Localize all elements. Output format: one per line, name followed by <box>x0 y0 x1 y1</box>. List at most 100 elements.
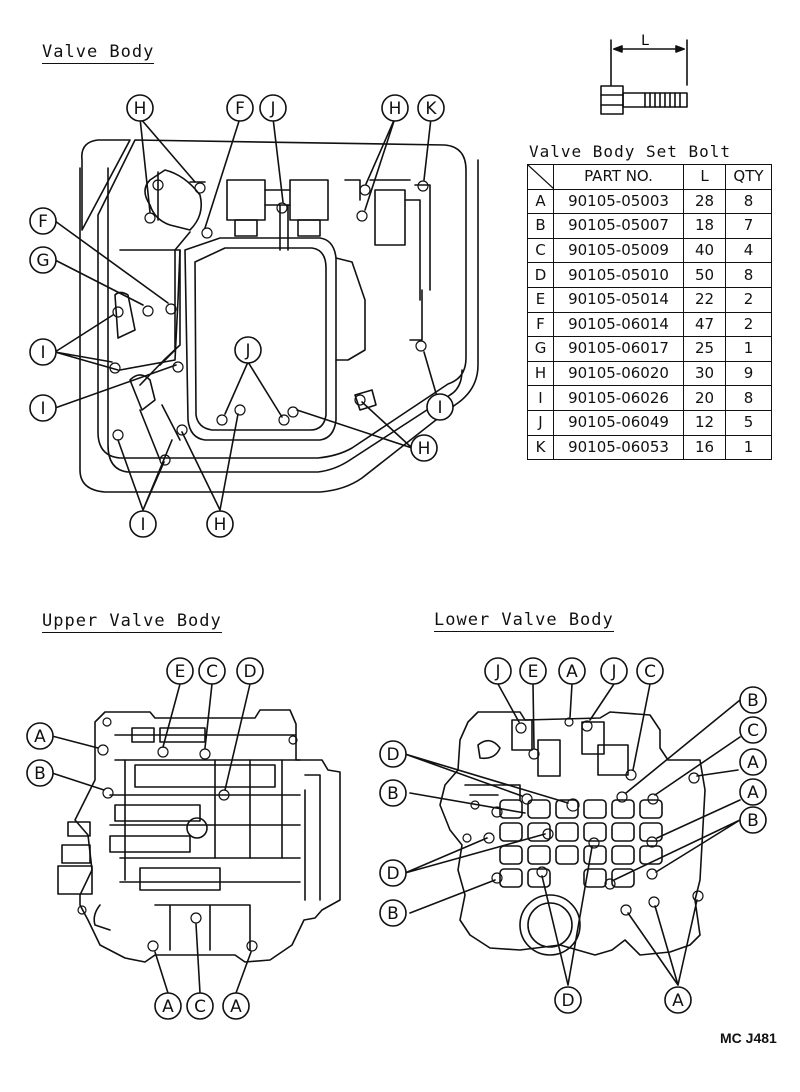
row-length: 40 <box>683 237 726 264</box>
callout-circle <box>417 94 445 122</box>
callout-lower-13: B <box>379 899 407 927</box>
callout-lower-5: B <box>739 686 767 714</box>
callout-valve-body-2: J <box>259 94 287 122</box>
callout-valve-body-6: G <box>29 246 57 274</box>
callout-letter: J <box>494 662 500 682</box>
upper-valve-body-drawing <box>51 683 341 994</box>
callout-lower-12: D <box>379 859 407 887</box>
callout-circle <box>259 94 287 122</box>
row-part: 90105-06017 <box>553 336 684 362</box>
callout-circle <box>381 94 409 122</box>
row-length: 30 <box>683 360 726 387</box>
upper-valve-body-title: Upper Valve Body <box>42 611 222 633</box>
row-key: F <box>527 311 554 338</box>
row-qty: 1 <box>725 434 772 461</box>
row-key: C <box>527 237 554 264</box>
row-qty: 5 <box>725 409 772 436</box>
callout-letter: C <box>644 662 656 682</box>
row-length: 16 <box>683 434 726 461</box>
callout-lower-7: D <box>379 740 407 768</box>
callout-circle <box>26 722 54 750</box>
callout-circle <box>166 657 194 685</box>
bolt-table-header-row: PART NO. L QTY <box>527 164 772 190</box>
header-part: PART NO. <box>553 164 684 190</box>
callout-letter: A <box>566 662 578 682</box>
callout-letter: D <box>386 864 399 884</box>
callout-valve-body-3: H <box>381 94 409 122</box>
callout-circle <box>186 992 214 1020</box>
dimension-label: L <box>641 33 649 49</box>
row-qty: 1 <box>725 336 772 362</box>
valve-body-title: Valve Body <box>42 42 155 64</box>
callout-lower-14: D <box>554 986 582 1014</box>
callout-upper-4: B <box>26 759 54 787</box>
callout-letter: H <box>389 99 402 119</box>
callout-lower-15: A <box>664 986 692 1014</box>
callout-letter: E <box>175 662 186 682</box>
callout-letter: E <box>528 662 539 682</box>
callout-letter: I <box>40 399 45 419</box>
callout-circle <box>379 899 407 927</box>
callout-valve-body-10: I <box>426 393 454 421</box>
callout-lower-2: A <box>558 657 586 685</box>
callout-letter: B <box>387 784 399 804</box>
callout-circle <box>126 94 154 122</box>
callout-letter: B <box>747 811 759 831</box>
callout-upper-5: A <box>154 992 182 1020</box>
row-part: 90105-05007 <box>553 213 684 239</box>
callout-upper-7: A <box>222 992 250 1020</box>
callout-circle <box>554 986 582 1014</box>
callout-circle <box>739 686 767 714</box>
row-part: 90105-06053 <box>553 434 684 461</box>
callout-letter: K <box>425 99 437 119</box>
callout-circle <box>739 716 767 744</box>
diagonal-icon <box>528 165 554 189</box>
callout-circle <box>222 992 250 1020</box>
callout-letter: D <box>243 662 256 682</box>
lower-valve-body-drawing <box>404 683 741 986</box>
row-length: 22 <box>683 286 726 313</box>
callout-circle <box>600 657 628 685</box>
row-qty: 4 <box>725 237 772 264</box>
callout-letter: B <box>747 691 759 711</box>
callout-lower-9: A <box>739 748 767 776</box>
row-part: 90105-06049 <box>553 409 684 436</box>
callout-circle <box>664 986 692 1014</box>
callout-letter: A <box>747 783 759 803</box>
callout-circle <box>206 510 234 538</box>
callout-letter: G <box>36 251 49 271</box>
callout-circle <box>129 510 157 538</box>
row-part: 90105-05009 <box>553 237 684 264</box>
callout-circle <box>29 207 57 235</box>
callout-lower-6: C <box>739 716 767 744</box>
lower-valve-body-title: Lower Valve Body <box>434 610 614 632</box>
callout-circle <box>234 336 262 364</box>
callout-circle <box>29 394 57 422</box>
callout-circle <box>29 246 57 274</box>
row-key: J <box>527 409 554 436</box>
callout-valve-body-7: I <box>29 338 57 366</box>
row-key: A <box>527 188 554 215</box>
corner-cell <box>527 164 554 190</box>
callout-valve-body-12: I <box>129 510 157 538</box>
row-qty: 8 <box>725 262 772 288</box>
callout-letter: B <box>387 904 399 924</box>
row-key: H <box>527 360 554 387</box>
callout-valve-body-0: H <box>126 94 154 122</box>
row-part: 90105-06020 <box>553 360 684 387</box>
row-qty: 7 <box>725 213 772 239</box>
row-part: 90105-05014 <box>553 286 684 313</box>
row-qty: 2 <box>725 286 772 313</box>
callout-circle <box>484 657 512 685</box>
row-key: D <box>527 262 554 288</box>
row-qty: 8 <box>725 188 772 215</box>
callout-letter: H <box>418 439 431 459</box>
callout-circle <box>739 748 767 776</box>
callout-lower-0: J <box>484 657 512 685</box>
